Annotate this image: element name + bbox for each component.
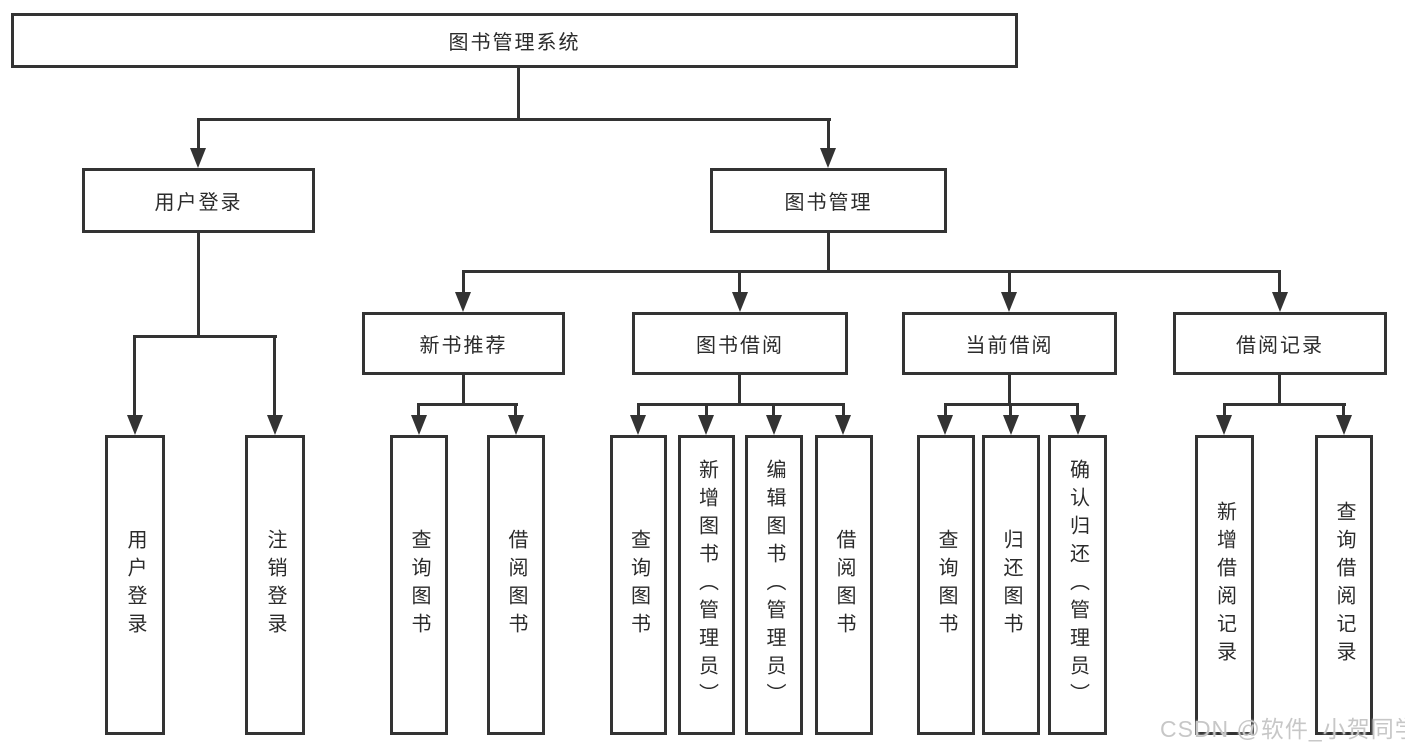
leaf-add-borrow-record: 新增借阅记录 xyxy=(1195,435,1254,735)
node-user-login: 用户登录 xyxy=(82,168,315,233)
leaf-query-books-current-label: 查询图书 xyxy=(935,529,957,641)
arrow-down-icon xyxy=(698,415,714,435)
connector-line xyxy=(944,403,947,417)
arrow-down-icon xyxy=(190,148,206,168)
connector-line xyxy=(842,403,845,417)
leaf-user-login-label: 用户登录 xyxy=(124,529,146,641)
arrow-down-icon xyxy=(127,415,143,435)
arrow-down-icon xyxy=(1070,415,1086,435)
leaf-query-books-borrow: 查询图书 xyxy=(610,435,667,735)
arrow-down-icon xyxy=(1272,292,1288,312)
node-library-system: 图书管理系统 xyxy=(11,13,1018,68)
node-current-borrowing-label: 当前借阅 xyxy=(965,335,1054,357)
connector-line xyxy=(418,403,518,406)
leaf-edit-books-admin-label: 编辑图书（管理员） xyxy=(763,459,785,711)
leaf-add-books-admin-label: 新增图书（管理员） xyxy=(695,459,718,711)
connector-line xyxy=(1008,270,1011,295)
leaf-borrow-books: 借阅图书 xyxy=(815,435,873,735)
connector-line xyxy=(1278,270,1281,295)
connector-line xyxy=(637,403,640,417)
connector-line xyxy=(1223,403,1346,406)
leaf-query-books-recommend-label: 查询图书 xyxy=(408,529,430,641)
leaf-borrow-books-label: 借阅图书 xyxy=(833,529,855,641)
connector-line xyxy=(462,270,1281,273)
arrow-down-icon xyxy=(732,292,748,312)
arrow-down-icon xyxy=(1216,415,1232,435)
arrow-down-icon xyxy=(835,415,851,435)
leaf-edit-books-admin: 编辑图书（管理员） xyxy=(745,435,803,735)
connector-line xyxy=(1278,375,1281,406)
node-user-login-label: 用户登录 xyxy=(154,192,243,214)
leaf-query-borrow-record: 查询借阅记录 xyxy=(1315,435,1373,735)
connector-line xyxy=(1342,403,1345,417)
leaf-query-books-borrow-label: 查询图书 xyxy=(627,529,650,641)
connector-line xyxy=(462,375,465,406)
leaf-confirm-return-admin: 确认归还（管理员） xyxy=(1048,435,1107,735)
leaf-borrow-books-recommend: 借阅图书 xyxy=(487,435,545,735)
connector-line xyxy=(517,68,520,121)
connector-line xyxy=(197,118,831,121)
arrow-down-icon xyxy=(267,415,283,435)
connector-line xyxy=(514,403,517,417)
leaf-return-books-label: 归还图书 xyxy=(1000,529,1022,641)
leaf-query-borrow-record-label: 查询借阅记录 xyxy=(1333,501,1355,669)
connector-line xyxy=(1008,375,1011,406)
arrow-down-icon xyxy=(455,292,471,312)
connector-line xyxy=(738,375,741,406)
node-borrowing-records-label: 借阅记录 xyxy=(1236,335,1324,357)
leaf-add-borrow-record-label: 新增借阅记录 xyxy=(1213,501,1236,669)
connector-line xyxy=(705,403,708,417)
csdn-watermark: CSDN @软件_小贺同学 xyxy=(1160,716,1405,742)
connector-line xyxy=(197,118,200,150)
arrow-down-icon xyxy=(766,415,782,435)
leaf-logout: 注销登录 xyxy=(245,435,305,735)
node-new-book-recommend: 新书推荐 xyxy=(362,312,565,375)
leaf-user-login: 用户登录 xyxy=(105,435,165,735)
connector-line xyxy=(827,118,830,150)
connector-line xyxy=(417,403,420,417)
arrow-down-icon xyxy=(820,148,836,168)
connector-line xyxy=(738,270,741,295)
leaf-return-books: 归还图书 xyxy=(982,435,1040,735)
arrow-down-icon xyxy=(411,415,427,435)
connector-line xyxy=(273,335,276,417)
arrow-down-icon xyxy=(1003,415,1019,435)
node-book-borrowing: 图书借阅 xyxy=(632,312,848,375)
arrow-down-icon xyxy=(937,415,953,435)
connector-line xyxy=(134,335,277,338)
connector-line xyxy=(827,233,830,272)
node-new-book-recommend-label: 新书推荐 xyxy=(419,335,508,357)
connector-line xyxy=(1076,403,1079,417)
leaf-query-books-recommend: 查询图书 xyxy=(390,435,448,735)
arrow-down-icon xyxy=(1336,415,1352,435)
leaf-logout-label: 注销登录 xyxy=(264,529,286,641)
arrow-down-icon xyxy=(630,415,646,435)
connector-line xyxy=(462,270,465,295)
connector-line xyxy=(1223,403,1226,417)
node-current-borrowing: 当前借阅 xyxy=(902,312,1117,375)
leaf-confirm-return-admin-label: 确认归还（管理员） xyxy=(1066,459,1089,711)
node-book-management: 图书管理 xyxy=(710,168,947,233)
connector-line xyxy=(133,335,136,417)
connector-line xyxy=(197,233,200,337)
connector-line xyxy=(637,403,844,406)
leaf-query-books-current: 查询图书 xyxy=(917,435,975,735)
node-book-borrowing-label: 图书借阅 xyxy=(696,335,784,357)
arrow-down-icon xyxy=(1001,292,1017,312)
node-book-management-label: 图书管理 xyxy=(784,192,873,214)
leaf-add-books-admin: 新增图书（管理员） xyxy=(678,435,735,735)
node-borrowing-records: 借阅记录 xyxy=(1173,312,1387,375)
node-library-system-label: 图书管理系统 xyxy=(448,32,581,54)
leaf-borrow-books-recommend-label: 借阅图书 xyxy=(505,529,527,641)
connector-line xyxy=(772,403,775,417)
arrow-down-icon xyxy=(508,415,524,435)
connector-line xyxy=(1009,403,1012,417)
